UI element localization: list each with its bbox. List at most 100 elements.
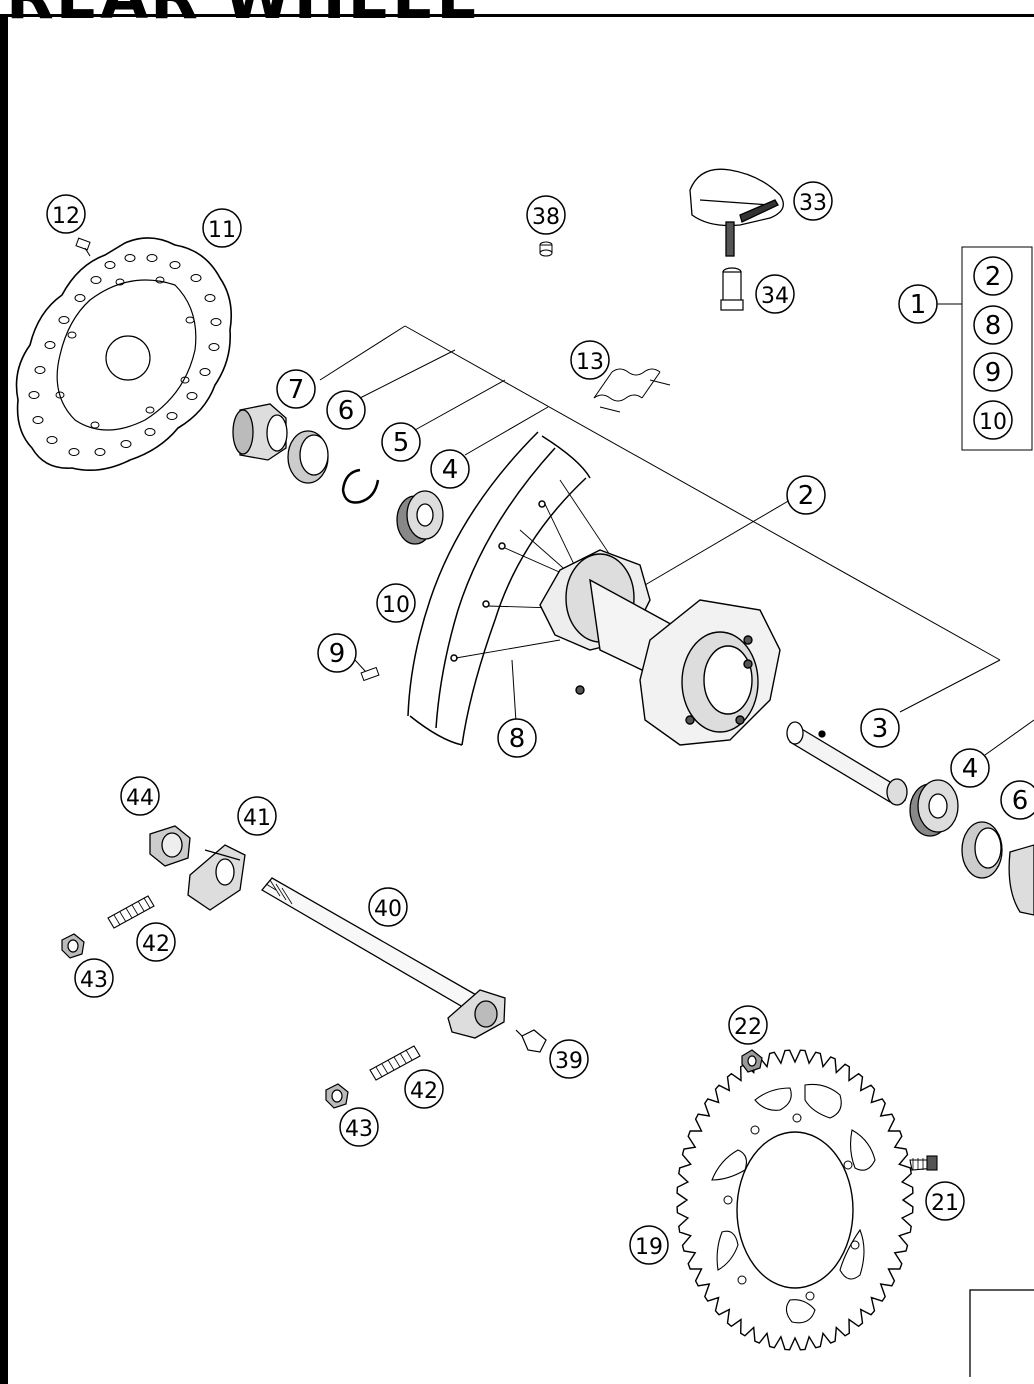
callout-number: 3: [872, 714, 889, 744]
callout-c5: 5: [381, 422, 421, 462]
callout-circle: [430, 449, 470, 489]
leader-lines: [319, 246, 1034, 756]
callout-c1: 1: [898, 284, 938, 324]
adjuster-nut-left: [61, 933, 85, 959]
callout-circle: [202, 208, 242, 248]
callout-c2a: 2: [973, 256, 1013, 296]
axle: [261, 877, 506, 1039]
callout-c4b: 4: [950, 748, 990, 788]
callout-c6b: 6: [1000, 780, 1034, 820]
callout-c42a: 42: [136, 922, 176, 962]
callout-number: 4: [962, 754, 979, 784]
rim: [407, 431, 591, 746]
bearing-left: [396, 490, 444, 545]
callout-c43b: 43: [339, 1107, 379, 1147]
callout-c39: 39: [549, 1039, 589, 1079]
callout-c19: 19: [629, 1225, 669, 1265]
callout-number: 38: [532, 205, 560, 230]
shaft-seal-right: [961, 821, 1003, 879]
callout-c33: 33: [793, 181, 833, 221]
callout-number: 2: [798, 481, 815, 511]
callout-c42b: 42: [404, 1069, 444, 1109]
chain-adjuster-left: [187, 844, 246, 911]
callout-circle: [74, 958, 114, 998]
circlip: [341, 468, 380, 504]
callout-number: 9: [329, 639, 346, 669]
callout-circle: [570, 340, 610, 380]
spoke-nipple: [360, 666, 380, 682]
callout-circle: [755, 274, 795, 314]
callout-number: 33: [799, 191, 827, 216]
callout-circle: [786, 475, 826, 515]
sprocket-nut: [741, 1049, 763, 1073]
callout-number: 41: [243, 806, 271, 831]
callout-c43a: 43: [74, 958, 114, 998]
callout-number: 11: [208, 218, 236, 243]
callout-number: 13: [576, 350, 604, 375]
callout-circle: [860, 708, 900, 748]
callout-circle: [950, 748, 990, 788]
callout-circle: [46, 194, 86, 234]
callout-c9b: 9: [317, 633, 357, 673]
callout-circle: [381, 422, 421, 462]
callout-circle: [898, 284, 938, 324]
callout-number: 40: [374, 897, 402, 922]
callout-circle: [368, 887, 408, 927]
callout-number: 1: [910, 290, 927, 320]
callout-number: 8: [509, 724, 526, 754]
callout-c8a: 8: [973, 305, 1013, 345]
callout-circle: [317, 633, 357, 673]
callout-number: 5: [393, 428, 410, 458]
callout-c34: 34: [755, 274, 795, 314]
callout-circle: [339, 1107, 379, 1147]
callout-circle: [326, 390, 366, 430]
callout-c4a: 4: [430, 449, 470, 489]
callout-c3: 3: [860, 708, 900, 748]
shaft-seal-left: [287, 430, 329, 484]
callout-circle: [497, 718, 537, 758]
callout-circle: [793, 181, 833, 221]
callout-circle: [120, 776, 160, 816]
adjuster-nut-right: [325, 1083, 349, 1109]
brake-disc: [15, 237, 233, 471]
callout-number: 39: [555, 1049, 583, 1074]
callout-circle: [404, 1069, 444, 1109]
callout-circle: [973, 352, 1013, 392]
bearing-right: [909, 779, 959, 837]
callout-circle: [973, 400, 1013, 440]
callout-number: 42: [410, 1079, 438, 1104]
adjuster-bolt-left: [107, 895, 155, 929]
callout-number: 2: [985, 262, 1002, 292]
callout-c40: 40: [368, 887, 408, 927]
callout-number: 19: [635, 1235, 663, 1260]
callout-circle: [1000, 780, 1034, 820]
rear-sprocket: [676, 1049, 914, 1351]
callout-number: 43: [345, 1117, 373, 1142]
callout-circle: [629, 1225, 669, 1265]
callout-number: 8: [985, 311, 1002, 341]
callout-c10b: 10: [376, 583, 416, 623]
valve-cap: [539, 241, 553, 257]
callout-number: 6: [338, 396, 355, 426]
callout-number: 4: [442, 455, 459, 485]
callout-c2b: 2: [786, 475, 826, 515]
callout-c21: 21: [925, 1181, 965, 1221]
axle-bolt: [515, 1029, 547, 1053]
callout-number: 21: [931, 1191, 959, 1216]
callout-number: 44: [126, 786, 154, 811]
callout-number: 22: [734, 1015, 762, 1040]
callout-circle: [925, 1181, 965, 1221]
callout-circle: [376, 583, 416, 623]
callout-number: 7: [288, 375, 305, 405]
adjuster-bolt-right: [369, 1045, 421, 1081]
callout-circle: [276, 369, 316, 409]
callout-c9a: 9: [973, 352, 1013, 392]
callout-number: 12: [52, 204, 80, 229]
rim-tape: [593, 368, 671, 413]
callout-c12: 12: [46, 194, 86, 234]
callout-number: 34: [761, 284, 789, 309]
callout-c13: 13: [570, 340, 610, 380]
